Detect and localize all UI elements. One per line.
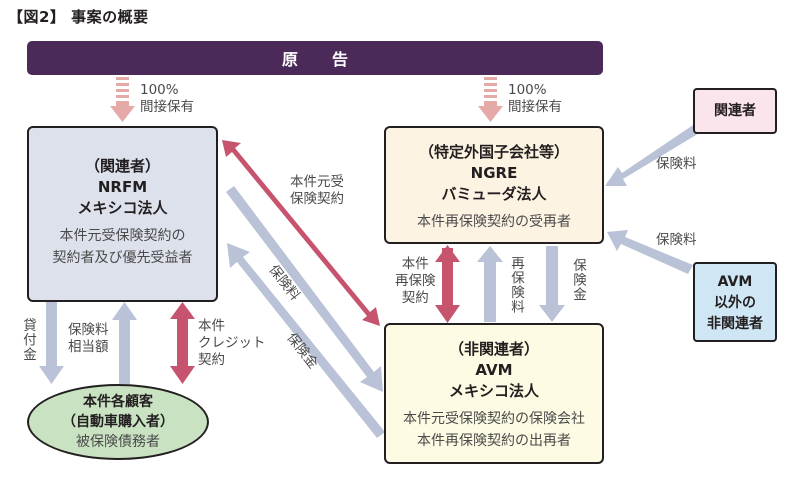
- holding-percent: 100%: [508, 82, 547, 98]
- related-party-box: 関連者: [693, 88, 777, 134]
- ngre-name: NGRE: [470, 164, 518, 182]
- reinsurance-contract-arrow: [435, 245, 460, 323]
- premium-equivalent-line-1: 保険料: [68, 322, 109, 338]
- holding-arrow-ngre: [478, 77, 503, 122]
- holding-type: 間接保有: [508, 99, 562, 115]
- credit-contract-line-2: クレジット: [198, 335, 266, 351]
- ngre-role: （特定外国子会社等）: [418, 143, 569, 161]
- reinsurance-premium-arrow: [477, 246, 503, 322]
- reinsurance-contract-line-2: 再保険: [395, 273, 436, 289]
- avm-desc-2: 本件再保険契約の出再者: [417, 433, 571, 449]
- avm-box: （非関連者） AVM メキシコ法人 本件元受保険契約の保険会社 本件再保険契約の…: [384, 323, 604, 464]
- primary-contract-line-1: 本件元受: [290, 174, 344, 190]
- primary-contract-arrow: [222, 140, 380, 326]
- holding-label-ngre: 100% 間接保有: [508, 82, 562, 116]
- reinsurance-contract-label: 本件 再保険 契約: [395, 256, 436, 307]
- customers-sub: （自動車購入者）: [62, 414, 174, 430]
- premium-equivalent-label: 保険料 相当額: [68, 322, 109, 356]
- premium-arrow-related-to-ngre: [605, 123, 701, 186]
- customers-ellipse: 本件各顧客 （自動車購入者） 被保険債務者: [27, 384, 209, 460]
- ngre-box: （特定外国子会社等） NGRE バミューダ法人 本件再保険契約の受再者: [384, 126, 604, 244]
- insurance-money-arrow-avm-to-nrfm: [227, 243, 385, 438]
- ngre-insurance-money-label: 保険金: [570, 258, 586, 302]
- ngre-type: バミューダ法人: [441, 185, 547, 203]
- holding-percent: 100%: [140, 82, 179, 98]
- ngre-insurance-money-arrow: [539, 246, 565, 322]
- credit-contract-arrow: [170, 302, 195, 384]
- nrfm-desc-1: 本件元受保険契約の: [59, 228, 186, 244]
- premium-equivalent-arrow: [112, 302, 137, 384]
- avm-desc-1: 本件元受保険契約の保険会社: [403, 411, 585, 427]
- primary-contract-line-2: 保険契約: [290, 191, 344, 207]
- premium-from-avm-others-label: 保険料: [656, 232, 697, 248]
- premium-arrow-nrfm-to-avm: [226, 186, 383, 392]
- premium-arrow-avmothers-to-ngre: [607, 230, 693, 274]
- nrfm-name: NRFM: [97, 178, 148, 196]
- primary-contract-label: 本件元受 保険契約: [290, 174, 344, 208]
- reinsurance-contract-line-1: 本件: [401, 256, 429, 272]
- nrfm-role: （関連者）: [84, 157, 160, 175]
- reinsurance-premium-label: 再保険料: [508, 256, 524, 314]
- avm-name: AVM: [475, 361, 513, 379]
- premium-equivalent-line-2: 相当額: [68, 339, 109, 355]
- holding-arrow-nrfm: [110, 77, 135, 122]
- loan-label: 貸付金: [20, 318, 36, 362]
- credit-contract-line-1: 本件: [198, 318, 225, 334]
- nrfm-desc-2: 契約者及び優先受益者: [52, 250, 193, 266]
- avm-others-line-3: 非関連者: [707, 316, 763, 332]
- avm-type: メキシコ法人: [448, 382, 539, 400]
- avm-others-line-1: AVM: [717, 274, 753, 290]
- avm-others-line-2: 以外の: [714, 295, 756, 311]
- ngre-desc: 本件再保険契約の受再者: [417, 214, 571, 230]
- credit-contract-line-3: 契約: [198, 352, 225, 368]
- premium-from-related-label: 保険料: [656, 156, 697, 172]
- customers-desc: 被保険債務者: [76, 434, 160, 450]
- avm-others-box: AVM 以外の 非関連者: [693, 262, 777, 342]
- credit-contract-label: 本件 クレジット 契約: [198, 318, 266, 369]
- holding-label-nrfm: 100% 間接保有: [140, 82, 194, 116]
- figure-title: 【図2】 事案の概要: [8, 8, 149, 26]
- loan-arrow: [39, 302, 64, 384]
- nrfm-box: （関連者） NRFM メキシコ法人 本件元受保険契約の 契約者及び優先受益者: [27, 126, 218, 302]
- avm-role: （非関連者）: [448, 340, 539, 358]
- plaintiff-banner: 原告: [27, 41, 603, 75]
- holding-type: 間接保有: [140, 99, 194, 115]
- reinsurance-contract-line-3: 契約: [401, 290, 429, 306]
- nrfm-type: メキシコ法人: [77, 199, 168, 217]
- related-party-label: 関連者: [714, 103, 756, 119]
- customers-name: 本件各顧客: [83, 394, 153, 410]
